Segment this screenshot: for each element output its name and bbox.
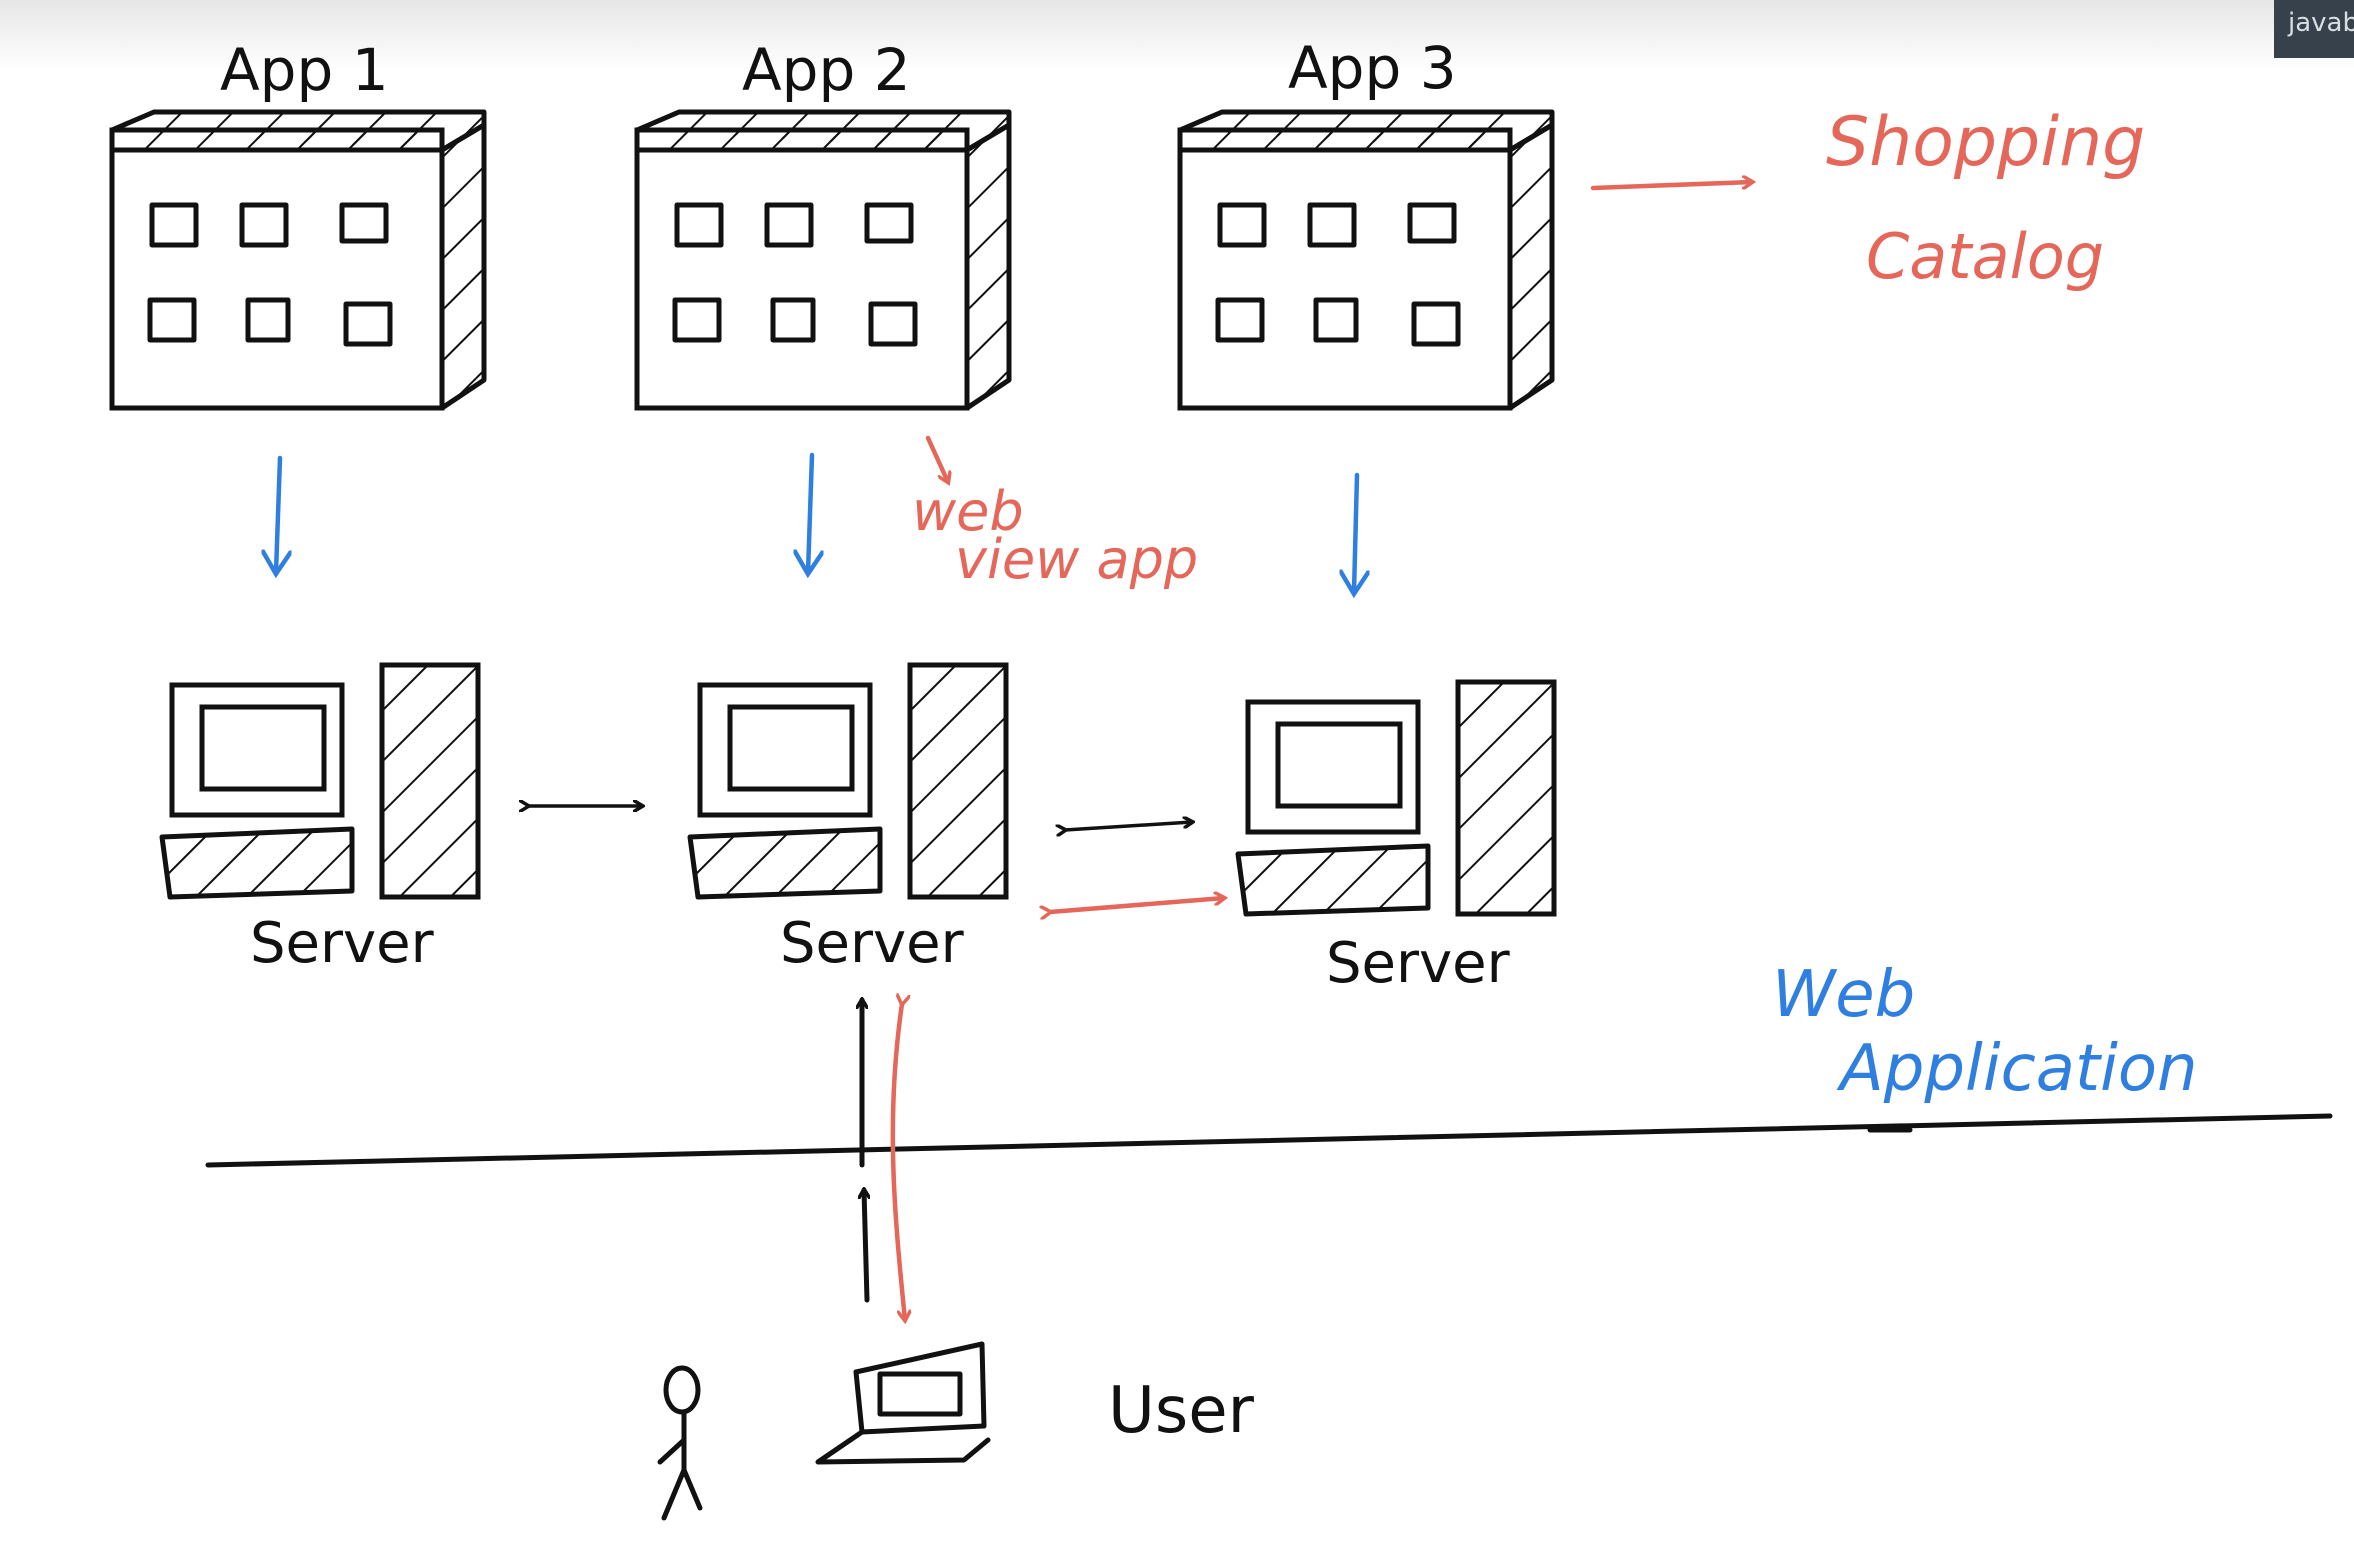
catalog-arrow — [1590, 182, 1752, 191]
app-3-down-arrow — [1354, 472, 1357, 592]
server-2-3-red-link — [1050, 898, 1224, 912]
top-shade — [0, 0, 2354, 70]
server-2-label: Server — [780, 911, 965, 976]
user-server-red-link — [890, 1004, 905, 1320]
user-laptop — [815, 1341, 991, 1465]
shopping-label: Shopping — [1826, 103, 2145, 182]
app-2-down-arrow — [808, 452, 812, 572]
web-view-pointer-arrow — [925, 435, 948, 482]
user-up-arrow-lower — [864, 1190, 867, 1303]
user-label: User — [1108, 1374, 1255, 1448]
app-1-down-arrow — [276, 455, 280, 572]
web-app-label-line2: Application — [1836, 1032, 2198, 1106]
catalog-label: Catalog — [1866, 220, 2104, 293]
web-view-label-line1: web — [912, 480, 1024, 543]
web-view-label-line2: view app — [955, 528, 1198, 591]
app-2: App 2 — [637, 36, 1009, 408]
server-3-label: Server — [1326, 931, 1511, 996]
app-3-label: App 3 — [1288, 34, 1457, 102]
app-3: App 3 — [1180, 34, 1552, 408]
server-1-label: Server — [250, 911, 435, 976]
server-3: Server — [1238, 682, 1554, 996]
server-2-3-link — [1065, 822, 1192, 830]
server-2: Server — [690, 665, 1006, 976]
web-app-label-line1: Web — [1772, 958, 1915, 1032]
app-1: App 1 — [112, 36, 484, 408]
user-stick-figure — [657, 1365, 703, 1521]
app-2-label: App 2 — [742, 36, 911, 104]
corner-tab[interactable]: javab — [2274, 0, 2354, 58]
network-boundary-line — [205, 1113, 2333, 1168]
server-1: Server — [162, 665, 478, 976]
app-1-label: App 1 — [220, 36, 389, 104]
